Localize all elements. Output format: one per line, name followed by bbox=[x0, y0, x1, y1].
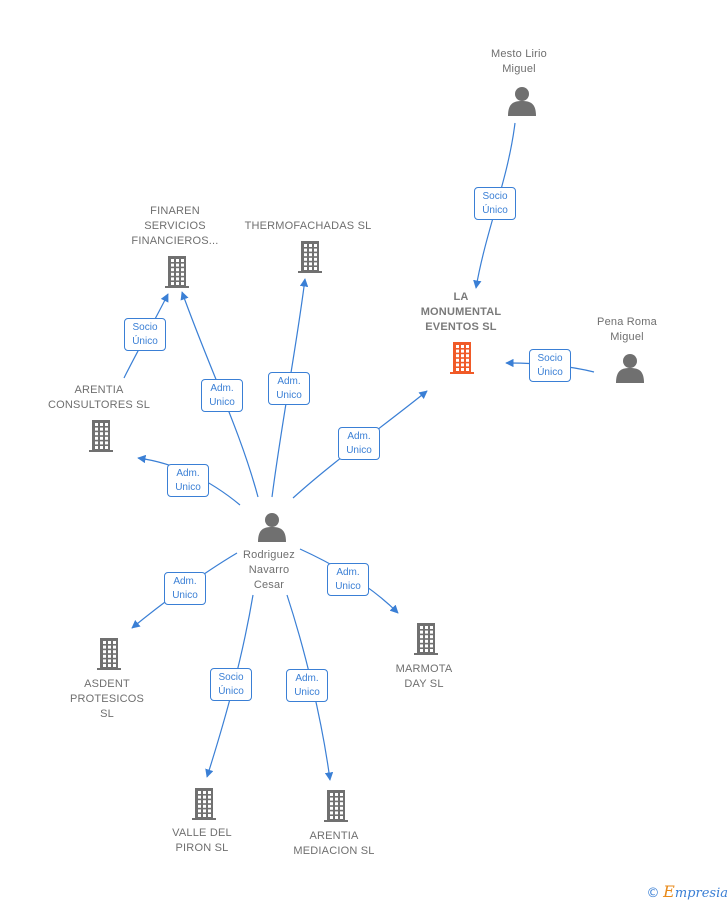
node-label-line: Miguel bbox=[502, 63, 536, 75]
node-label-line: PROTESICOS bbox=[69, 693, 145, 705]
node-label-arentia_c[interactable]: ARENTIA CONSULTORES SL bbox=[19, 383, 179, 413]
relation-badge-line: Socio bbox=[537, 353, 563, 364]
node-label-line: Pena Roma bbox=[597, 316, 657, 328]
relation-badge-line: Único bbox=[537, 367, 563, 378]
person-icon-rodriguez[interactable] bbox=[258, 513, 286, 542]
node-label-line: ARENTIA bbox=[309, 830, 359, 842]
node-label-valle[interactable]: VALLE DEL PIRON SL bbox=[122, 826, 282, 856]
node-label-line: SERVICIOS bbox=[144, 220, 206, 232]
relation-badge-line: Adm. bbox=[336, 567, 360, 578]
building-icon-arentia_c[interactable] bbox=[89, 420, 113, 452]
relation-badge-e5[interactable]: Adm. Unico bbox=[268, 372, 310, 405]
relation-badge-line: Único bbox=[132, 336, 158, 347]
relation-badge-line: Socio bbox=[482, 191, 508, 202]
relation-badge-e8[interactable]: Adm. Unico bbox=[164, 572, 206, 605]
brand-logo-initial: E bbox=[663, 882, 675, 901]
building-icon-thermo[interactable] bbox=[298, 241, 322, 273]
person-icon-mesto[interactable] bbox=[508, 87, 536, 116]
node-label-line: ASDENT bbox=[84, 678, 130, 690]
node-label-line: ARENTIA bbox=[74, 384, 124, 396]
relation-badge-line: Adm. bbox=[176, 468, 200, 479]
node-label-line: PIRON SL bbox=[175, 842, 229, 854]
relation-badge-line: Unico bbox=[276, 390, 302, 401]
building-icon-asdent[interactable] bbox=[97, 638, 121, 670]
relation-badge-line: Unico bbox=[335, 581, 361, 592]
relation-badge-line: Adm. bbox=[210, 383, 234, 394]
node-label-monumental[interactable]: LA MONUMENTAL EVENTOS SL bbox=[381, 290, 541, 335]
copyright-icon: © bbox=[646, 886, 660, 901]
node-label-line: Miguel bbox=[610, 331, 644, 343]
node-label-line: VALLE DEL bbox=[172, 827, 232, 839]
building-icon-finaren[interactable] bbox=[165, 256, 189, 288]
node-label-finaren[interactable]: FINAREN SERVICIOS FINANCIEROS... bbox=[95, 204, 255, 249]
building-icon-arentia_m[interactable] bbox=[324, 790, 348, 822]
relation-badge-line: Unico bbox=[175, 482, 201, 493]
node-label-asdent[interactable]: ASDENT PROTESICOS SL bbox=[27, 677, 187, 722]
relation-badge-e6[interactable]: Adm. Unico bbox=[338, 427, 380, 460]
relation-badge-line: Único bbox=[218, 686, 244, 697]
relation-badge-line: Unico bbox=[209, 397, 235, 408]
node-label-line: MARMOTA bbox=[395, 663, 453, 675]
node-label-line: EVENTOS SL bbox=[425, 321, 497, 333]
relation-badge-e11[interactable]: Adm. Unico bbox=[286, 669, 328, 702]
relation-badge-line: Socio bbox=[218, 672, 244, 683]
relation-badge-line: Único bbox=[482, 205, 508, 216]
node-label-line: FINAREN bbox=[150, 205, 200, 217]
node-label-line: MONUMENTAL bbox=[420, 306, 502, 318]
node-label-line: LA bbox=[453, 291, 469, 303]
brand-logo-text: mpresia bbox=[674, 886, 728, 901]
node-label-marmota[interactable]: MARMOTA DAY SL bbox=[344, 662, 504, 692]
relation-badge-e4[interactable]: Adm. Unico bbox=[201, 379, 243, 412]
relation-badge-line: Adm. bbox=[347, 431, 371, 442]
node-label-line: Mesto Lirio bbox=[491, 48, 547, 60]
node-label-line: MEDIACION SL bbox=[293, 845, 375, 857]
person-icon-pena[interactable] bbox=[616, 354, 644, 383]
relation-badge-line: Adm. bbox=[173, 576, 197, 587]
node-label-thermo[interactable]: THERMOFACHADAS SL bbox=[228, 219, 388, 234]
relation-badge-line: Adm. bbox=[295, 673, 319, 684]
node-label-line: FINANCIEROS... bbox=[131, 235, 219, 247]
relation-badge-line: Socio bbox=[132, 322, 158, 333]
building-icon-valle[interactable] bbox=[192, 788, 216, 820]
node-label-line: THERMOFACHADAS SL bbox=[244, 220, 372, 232]
brand-footer: © Empresia bbox=[647, 882, 728, 901]
node-label-arentia_m[interactable]: ARENTIA MEDIACION SL bbox=[254, 829, 414, 859]
relation-badge-line: Unico bbox=[346, 445, 372, 456]
node-label-line: Navarro bbox=[248, 564, 290, 576]
building-icon-marmota[interactable] bbox=[414, 623, 438, 655]
node-label-line: Rodriguez bbox=[243, 549, 295, 561]
relation-badge-e9[interactable]: Adm. Unico bbox=[327, 563, 369, 596]
relation-badge-line: Unico bbox=[172, 590, 198, 601]
node-label-line: CONSULTORES SL bbox=[47, 399, 151, 411]
building-icon-monumental[interactable] bbox=[450, 342, 474, 374]
node-label-line: DAY SL bbox=[404, 678, 444, 690]
relation-badge-line: Unico bbox=[294, 687, 320, 698]
relation-badge-line: Adm. bbox=[277, 376, 301, 387]
relation-badge-e7[interactable]: Adm. Unico bbox=[167, 464, 209, 497]
node-label-line: Cesar bbox=[253, 579, 285, 591]
node-label-line: SL bbox=[100, 708, 114, 720]
